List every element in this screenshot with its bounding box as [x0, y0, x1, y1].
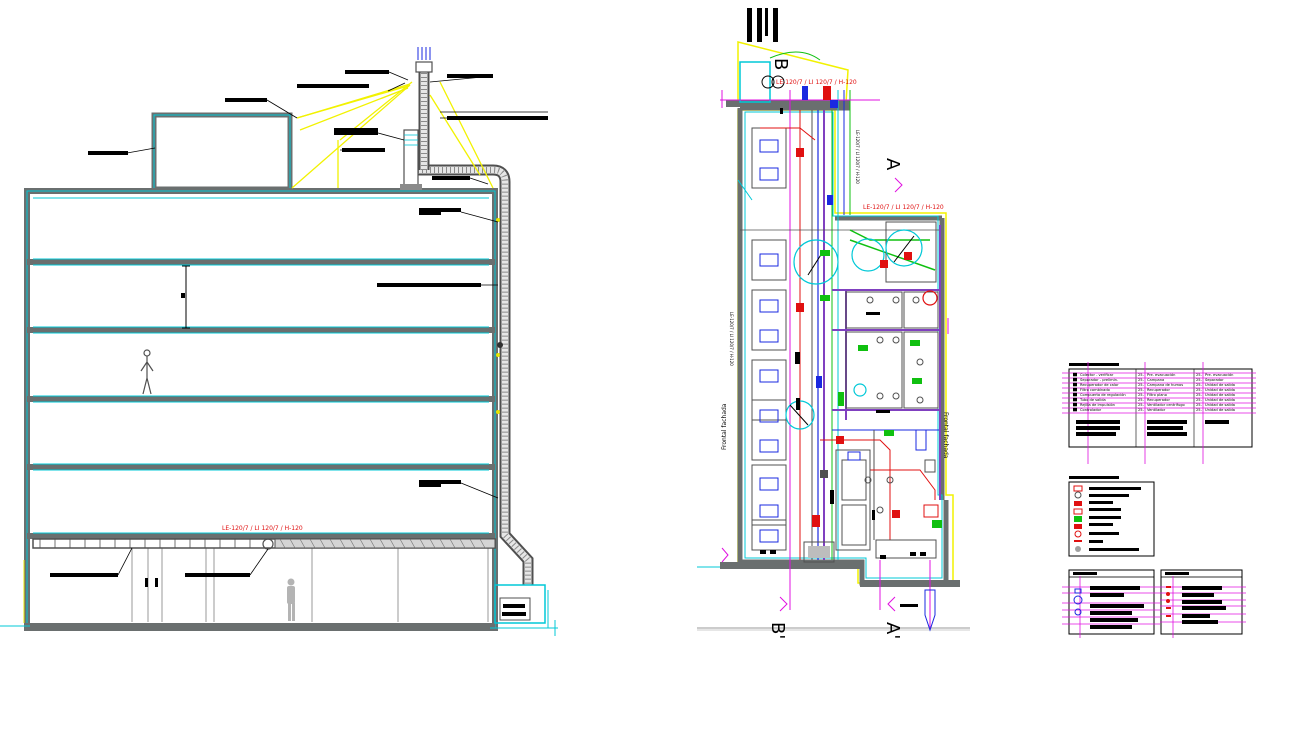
floor-plan: A B B' A' Frontal fachada Frontal fachad…	[697, 8, 970, 639]
section-mark-a-top: A	[882, 158, 903, 171]
human-figure-ground	[287, 578, 295, 621]
building-frame	[24, 188, 498, 631]
plan-black-label-bars	[760, 108, 926, 607]
horizontal-duct	[32, 538, 496, 550]
legend-cell: 25-	[1138, 393, 1145, 397]
legend-row-marker	[1073, 387, 1077, 392]
legend-cell: 25-	[1138, 388, 1145, 392]
legend-cell: Separador - prelimin.	[1080, 378, 1118, 382]
legend-cell: Separador	[1205, 378, 1224, 382]
legend-cell: Recuperador	[1147, 398, 1170, 402]
floor-slabs	[27, 259, 495, 539]
legend-cell: Campana de humos	[1147, 383, 1183, 387]
symbol-icons	[1073, 485, 1083, 552]
legend-row-marker	[1073, 377, 1077, 382]
legend-cell: Controlador	[1080, 408, 1102, 412]
legend-cell: 25-	[1138, 383, 1145, 387]
section-duct-label: LE-120/7 / LI 120/7 / H-120	[222, 525, 303, 532]
legend-row-marker	[1073, 402, 1077, 407]
legend-row-marker	[1073, 392, 1077, 397]
legend-cell: Pre. evacuación	[1147, 373, 1175, 377]
ground-floor-columns	[131, 548, 489, 622]
legend-cell: Ventilador	[1147, 408, 1166, 412]
legend-cell: Tubo de salida	[1079, 398, 1106, 402]
legend-cell: Recuperador de calor	[1080, 383, 1119, 387]
legend-cell: Unidad de salida	[1205, 383, 1235, 387]
legend-row-marker	[1073, 407, 1077, 412]
plan-left-equipment	[751, 127, 787, 551]
legend-cell: Rejilla de impulsión	[1080, 403, 1115, 407]
legend-cell: Filtro combinado	[1080, 388, 1110, 392]
legend-cell: Unidad de salida	[1205, 403, 1235, 407]
legend-cell: 25-	[1196, 373, 1203, 377]
section-cut-marks	[697, 90, 970, 632]
symbols-table-frame	[1068, 481, 1155, 557]
plan-duct-label-top: LE-120/7 / LI 120/7 / H-120	[863, 204, 944, 211]
plan-boundary-yellow	[737, 41, 849, 104]
legend-cell: 25-	[1196, 393, 1203, 397]
vertical-exterior-duct	[415, 47, 534, 585]
section-mark-b-bottom: B'	[767, 622, 788, 639]
legend-cell: 25-	[1196, 403, 1203, 407]
legend-cell: 25-	[1138, 378, 1145, 382]
plan-side-label-left: Frontal fachada	[721, 403, 728, 450]
plan-vertical-label-left: LE-120/7 / LI 120/7 / H-120	[729, 312, 734, 366]
ground-slab	[25, 623, 495, 630]
dimension-marker	[182, 265, 190, 329]
legend-cell: Colector - verificar	[1080, 373, 1114, 377]
legend-cell: Campana	[1147, 378, 1164, 382]
building-section: LE-120/7 / LI 120/7 / H-120	[0, 47, 558, 636]
legend-cell: 25-	[1138, 403, 1145, 407]
plan-duct-label-bottom: LE-120/7 / LI 120/7 / H-120	[776, 79, 857, 86]
section-mark-a-bottom: A'	[882, 622, 903, 639]
rooftop-unit	[400, 129, 422, 190]
legend-cell: Unidad de salida	[1205, 388, 1235, 392]
legend-cell: 25-	[1196, 398, 1203, 402]
exterior-ground-unit	[494, 584, 556, 636]
legend-row-marker	[1073, 382, 1077, 387]
plan-walls	[737, 105, 949, 586]
legend-cell: Unidad de salida	[1205, 393, 1235, 397]
legend-row-marker	[1073, 372, 1077, 377]
legend-cell: Ventilador centrífugo	[1147, 403, 1185, 407]
plan-service-lines	[720, 90, 941, 630]
legend-cell: Unidad de salida	[1205, 398, 1235, 402]
plan-side-label-right: Frontal fachada	[942, 412, 949, 459]
section-mark-b-top: B	[770, 58, 791, 70]
legend-cell: Recuperador	[1147, 388, 1170, 392]
legend-cell: Pre. evacuación	[1205, 373, 1233, 377]
legend-cell: Unidad de salida	[1205, 408, 1235, 412]
legend-row-marker	[1073, 397, 1077, 402]
legend-cell: 25-	[1196, 408, 1203, 412]
callout-text-bars	[50, 70, 548, 616]
plan-top-exhaust	[739, 8, 821, 103]
rooftop-penthouse	[151, 112, 293, 192]
legend-cell: 25-	[1196, 378, 1203, 382]
legend-cell: Compuerta de regulación	[1080, 393, 1126, 397]
legend-cell: 25-	[1138, 373, 1145, 377]
legend-cell: 25-	[1138, 408, 1145, 412]
plan-equipment-markers	[796, 86, 942, 563]
callout-leaders	[117, 71, 548, 576]
plan-right-rooms	[835, 221, 939, 559]
human-figure-floor	[140, 349, 154, 395]
plan-vertical-label-right: LE-120/7 / LI 120/7 / H-120	[855, 130, 860, 184]
legend-cell: 25-	[1138, 398, 1145, 402]
legend-cell: 25-	[1196, 388, 1203, 392]
legend-cell: 25-	[1196, 383, 1203, 387]
legend-cell: Filtro plano	[1147, 393, 1167, 397]
